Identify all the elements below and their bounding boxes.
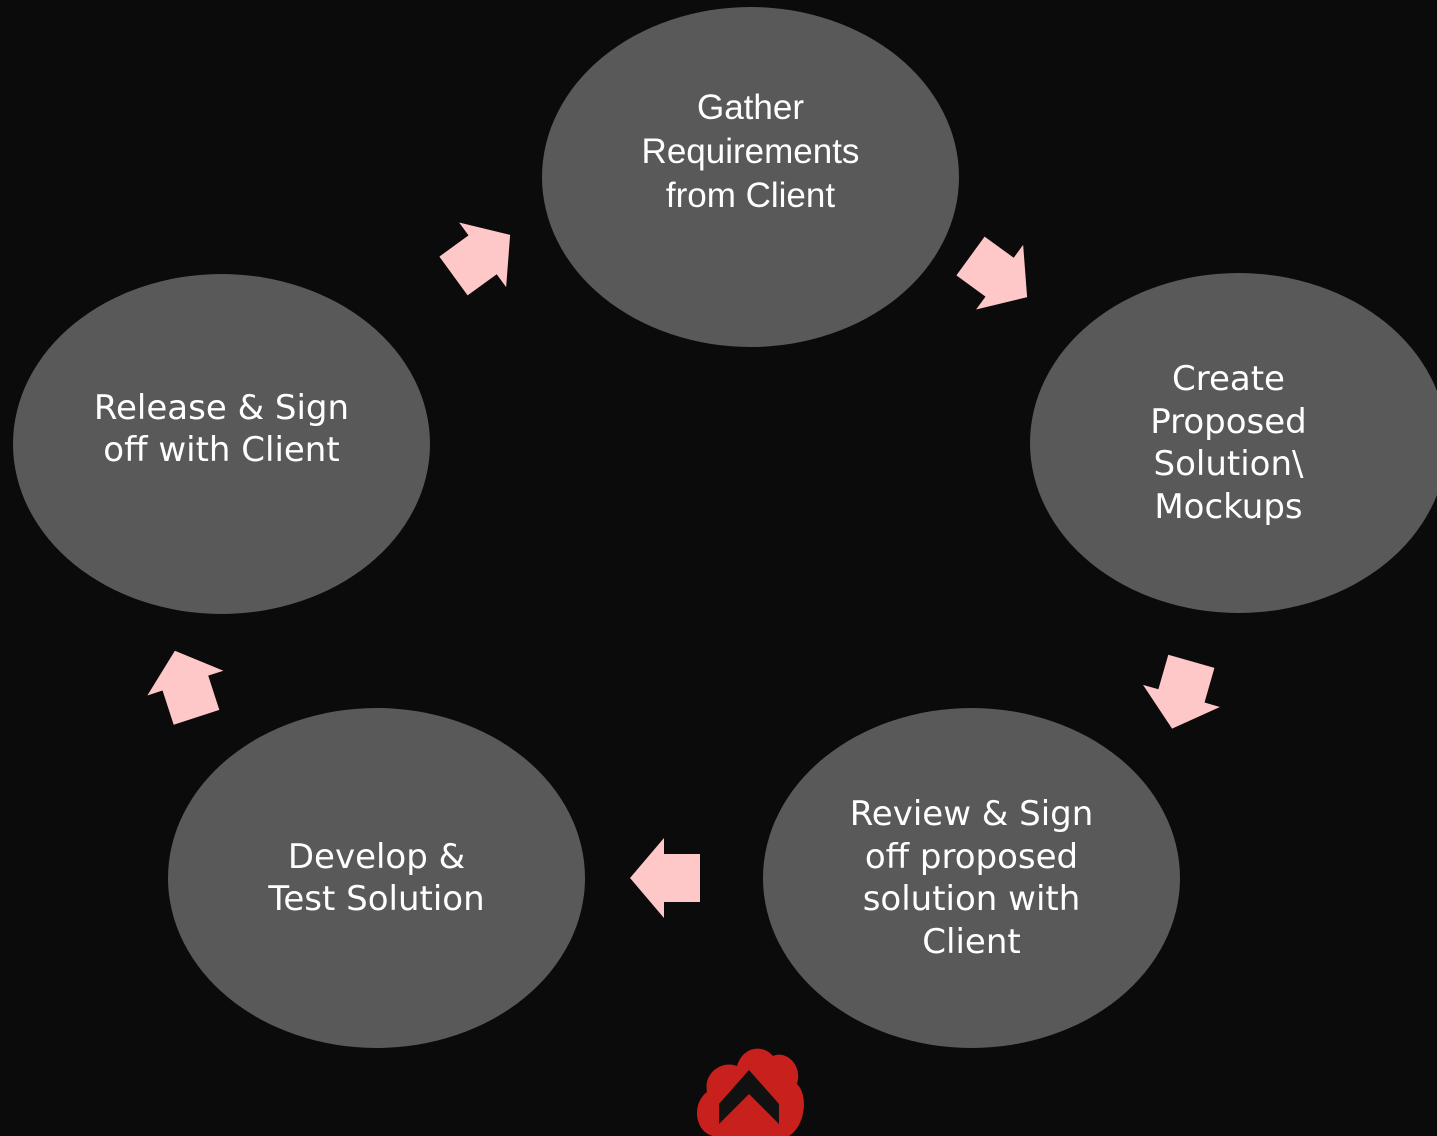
arrow-gather-to-create: [956, 236, 1028, 310]
arrow-review-to-develop: [630, 838, 700, 918]
node-create-proposed-solution: Create Proposed Solution\ Mockups: [1030, 273, 1437, 613]
node-release-sign-off: Release & Sign off with Client: [13, 274, 430, 614]
arrow-develop-to-release: [147, 650, 224, 725]
node-develop-test: Develop & Test Solution: [168, 708, 585, 1048]
node-label-gather-requirements: Gather Requirements from Client: [641, 88, 860, 215]
chevron-up-cloud-logo-icon: [696, 1048, 804, 1136]
node-label-review-sign-off: Review & Sign off proposed solution with…: [849, 794, 1094, 962]
node-label-create-proposed-solution: Create Proposed Solution\ Mockups: [1150, 359, 1307, 527]
node-gather-requirements: Gather Requirements from Client: [542, 7, 959, 347]
arrow-release-to-gather: [439, 222, 511, 296]
node-label-develop-test: Develop & Test Solution: [268, 836, 485, 920]
node-label-release-sign-off: Release & Sign off with Client: [93, 387, 350, 471]
node-review-sign-off: Review & Sign off proposed solution with…: [763, 708, 1180, 1048]
arrow-create-to-review: [1142, 654, 1220, 729]
